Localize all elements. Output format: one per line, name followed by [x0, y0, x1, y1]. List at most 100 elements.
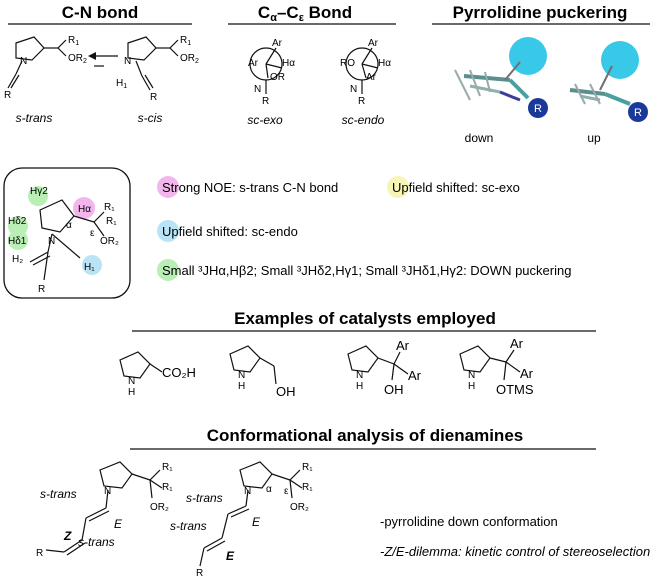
or2-label: OR2 [180, 53, 199, 65]
h-delta2-label: Hδ2 [8, 216, 27, 227]
label-e: E [114, 517, 123, 531]
ar-label: Ar [366, 72, 377, 83]
or2-label: OR2 [68, 53, 87, 65]
r-label: R [4, 90, 11, 101]
label-sc-endo: sc-endo [342, 113, 385, 127]
r-label: R [150, 92, 157, 103]
atom-n: N [254, 84, 261, 95]
label-s-trans: s-trans [186, 491, 223, 505]
or2-label: OR₂ [150, 502, 169, 513]
puckering-down-model: R [454, 37, 548, 118]
label-up: up [587, 131, 601, 145]
heading-puckering: Pyrrolidine puckering [453, 3, 628, 22]
label-s-trans: s-trans [78, 535, 115, 549]
conclusion-ze: -Z/E-dilemma: kinetic control of stereos… [380, 544, 650, 559]
catalyst-proline: N H CO₂H [119, 351, 196, 398]
label-sc-exo: sc-exo [247, 113, 283, 127]
alpha-label: α [266, 484, 272, 495]
dienamine-e: N α ε R₁ R₁ OR₂ s-trans E s-trans E R [170, 461, 313, 578]
note-upfield-endo: Upfield shifted: sc-endo [162, 224, 298, 239]
oh-label: OH [276, 384, 296, 399]
ar-label: Ar [520, 366, 534, 381]
atom-n: N [20, 56, 27, 67]
r1-label: R₁ [104, 202, 115, 213]
alpha-label: α [66, 220, 72, 231]
catalyst-jorgensen-hayashi: N H Ar Ar OTMS [459, 336, 534, 397]
atom-n: N [356, 370, 363, 381]
ar-label: Ar [510, 336, 524, 351]
label-s-trans: s-trans [170, 519, 207, 533]
co2h-label: CO₂H [162, 365, 196, 380]
atom-n: N [48, 236, 55, 247]
atom-h: H [356, 381, 363, 392]
annotated-structure: Hγ2 Hα Hδ2 Hδ1 α ε R₁ R₁ OR₂ N H₂ H₁ R [8, 186, 119, 295]
r1-label: R₁ [162, 482, 173, 493]
epsilon-label: ε [90, 228, 95, 239]
atom-n: N [238, 370, 245, 381]
atom-n: N [124, 56, 131, 67]
label-s-trans: s-trans [40, 487, 77, 501]
dienamine-z: N R₁ R₁ OR₂ s-trans E s-trans Z R [36, 461, 173, 559]
catalyst-diarylprolinol: N H Ar Ar OH [347, 338, 422, 397]
note-coupling: Small ³JHα,Hβ2; Small ³JHδ2,Hγ1; Small ³… [162, 263, 571, 278]
atom-h: H [468, 381, 475, 392]
r1-label: R1 [68, 35, 79, 47]
atom-n: N [104, 486, 111, 497]
h1-label: H1 [116, 78, 127, 90]
ar-label: Ar [248, 58, 259, 69]
puckering-up-model: R [569, 41, 648, 122]
r1-label: R₁ [302, 462, 313, 473]
r-label: R [36, 548, 43, 559]
r-label: R [38, 284, 45, 295]
atom-n: N [350, 84, 357, 95]
structure-s-trans: N R1 OR2 R [4, 35, 87, 101]
projection-sc-exo: Ar Ar Hα OR N R [248, 38, 295, 107]
atom-n: N [468, 370, 475, 381]
ar-label: Ar [396, 338, 410, 353]
label-z: Z [63, 529, 72, 543]
atom-n: N [244, 486, 251, 497]
label-s-cis: s-cis [138, 111, 163, 125]
h2-label: H₂ [12, 254, 23, 265]
label-e: E [226, 549, 235, 563]
r1-label: R₁ [162, 462, 173, 473]
r1-label: R₁ [302, 482, 313, 493]
otms-label: OTMS [496, 382, 534, 397]
equilibrium-arrow [88, 52, 118, 67]
h-alpha-label: Hα [282, 58, 295, 69]
oh-label: OH [384, 382, 404, 397]
heading-ca-ce-bond: Cα–Cε Bond [258, 3, 352, 24]
or-label: OR [270, 72, 285, 83]
ar-label: Ar [368, 38, 379, 49]
atom-n: N [128, 376, 135, 387]
or2-label: OR₂ [290, 502, 309, 513]
label-down: down [465, 131, 494, 145]
conclusion-down: -pyrrolidine down conformation [380, 514, 558, 529]
ar-label: Ar [408, 368, 422, 383]
catalyst-prolinol: N H OH [229, 345, 296, 399]
ro-label: RO [340, 58, 355, 69]
projection-sc-endo: Ar RO Hα Ar N R [340, 38, 391, 107]
endo-highlight [157, 220, 179, 242]
heading-examples: Examples of catalysts employed [234, 309, 496, 328]
coupling-highlight [157, 259, 179, 281]
r-label: R [534, 103, 542, 115]
h-alpha-label: Hα [78, 204, 91, 215]
note-noe: Strong NOE: s-trans C-N bond [162, 180, 338, 195]
r1-label: R₁ [106, 216, 117, 227]
h-alpha-label: Hα [378, 58, 391, 69]
r-label: R [262, 96, 269, 107]
heading-conformational: Conformational analysis of dienamines [207, 426, 523, 445]
r-label: R [196, 568, 203, 578]
r-label: R [358, 96, 365, 107]
heading-cn-bond: C-N bond [62, 3, 138, 22]
epsilon-label: ε [284, 486, 289, 497]
noe-highlight [157, 176, 179, 198]
h-delta1-label: Hδ1 [8, 236, 27, 247]
exo-highlight [387, 176, 409, 198]
h1-label: H₁ [84, 262, 95, 273]
r-label: R [634, 107, 642, 119]
or2-label: OR₂ [100, 236, 119, 247]
